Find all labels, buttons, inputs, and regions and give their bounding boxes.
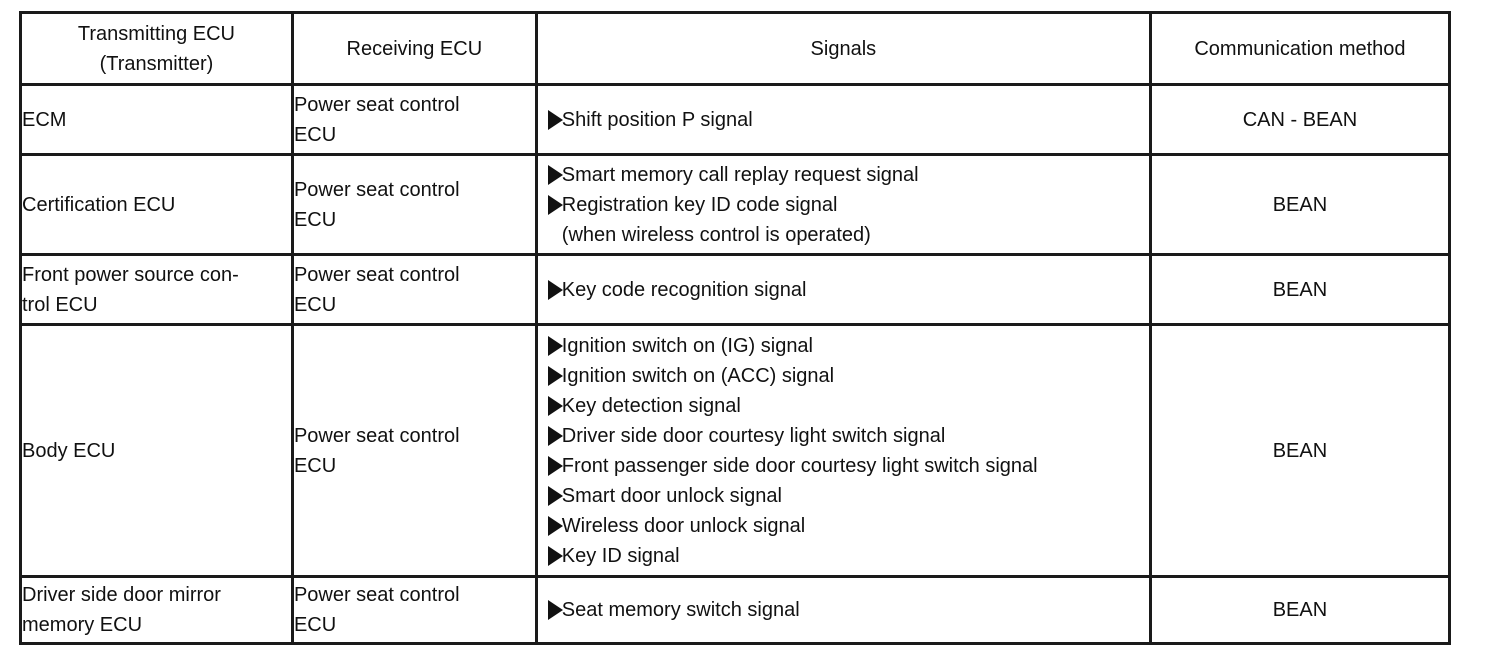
- signal-item: Seat memory switch signal: [538, 595, 1149, 625]
- triangle-bullet-icon: [547, 545, 563, 566]
- triangle-bullet-icon: [547, 164, 563, 185]
- header-receiving-ecu: Receiving ECU: [290, 11, 538, 86]
- transmitter-cell: Certification ECU: [19, 153, 294, 256]
- triangle-bullet-icon: [547, 485, 563, 506]
- signal-item: Smart memory call replay request signal: [538, 160, 1149, 190]
- triangle-bullet-icon: [547, 279, 563, 300]
- signals-cell: Key code recognition signal: [534, 253, 1152, 326]
- transmitter-cell: Body ECU: [19, 323, 294, 578]
- signals-cell: Shift position P signal: [534, 83, 1152, 156]
- signal-item: Shift position P signal: [538, 105, 1149, 135]
- triangle-bullet-icon: [547, 194, 563, 215]
- triangle-bullet-icon: [547, 600, 563, 620]
- communication-method-cell: BEAN: [1148, 575, 1452, 645]
- communication-method-cell: CAN - BEAN: [1148, 83, 1452, 156]
- triangle-bullet-icon: [547, 109, 563, 130]
- triangle-bullet-icon: [547, 455, 563, 476]
- signal-item: Key ID signal: [538, 541, 1149, 571]
- triangle-bullet-icon: [547, 395, 563, 416]
- signal-item: Front passenger side door courtesy light…: [538, 451, 1149, 481]
- signal-item: Ignition switch on (ACC) signal: [538, 361, 1149, 391]
- communication-method-cell: BEAN: [1148, 153, 1452, 256]
- signal-item: Driver side door courtesy light switch s…: [538, 421, 1149, 451]
- signal-item: Key code recognition signal: [538, 275, 1149, 305]
- communication-method-cell: BEAN: [1148, 253, 1452, 326]
- signal-item: Registration key ID code signal: [538, 190, 1149, 220]
- signal-item: Key detection signal: [538, 391, 1149, 421]
- triangle-bullet-icon: [547, 335, 563, 356]
- triangle-bullet-icon: [547, 515, 563, 536]
- signal-item: Wireless door unlock signal: [538, 511, 1149, 541]
- ecu-communication-table: Transmitting ECU (Transmitter) Receiving…: [19, 11, 1452, 645]
- transmitter-cell: ECM: [19, 83, 294, 156]
- transmitter-cell: Front power source con-trol ECU: [19, 253, 294, 326]
- signal-item: Ignition switch on (IG) signal: [538, 331, 1149, 361]
- header-signals: Signals: [534, 11, 1152, 86]
- header-transmitting-ecu: Transmitting ECU (Transmitter): [19, 11, 294, 86]
- signals-cell: Seat memory switch signal: [534, 575, 1152, 645]
- signal-item: Smart door unlock signal: [538, 481, 1149, 511]
- communication-method-cell: BEAN: [1148, 323, 1452, 578]
- triangle-bullet-icon: [547, 365, 563, 386]
- header-communication-method: Communication method: [1148, 11, 1452, 86]
- signal-item: (when wireless control is operated): [561, 223, 871, 246]
- header-row: Transmitting ECU (Transmitter) Receiving…: [19, 11, 1452, 86]
- triangle-bullet-icon: [547, 425, 563, 446]
